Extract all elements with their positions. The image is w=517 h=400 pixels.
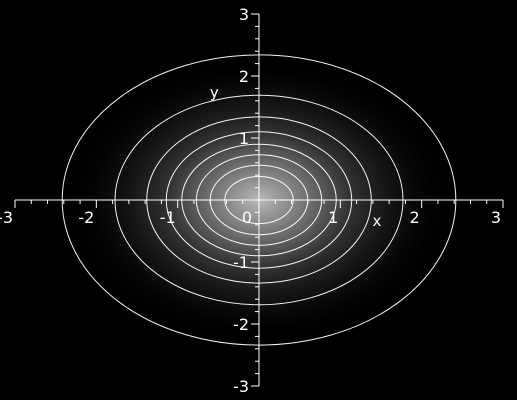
origin-tick-label: 0 bbox=[242, 208, 252, 227]
x-tick-label: 3 bbox=[491, 208, 501, 227]
x-tick-label: 2 bbox=[409, 208, 419, 227]
x-tick-label: -1 bbox=[160, 208, 176, 227]
x-tick-label: -2 bbox=[78, 208, 94, 227]
ticks: -3 -2 -1 1 2 3 0 -3 -2 -1 1 2 3 bbox=[0, 5, 504, 396]
y-tick-label: -2 bbox=[233, 315, 249, 334]
y-axis-label: y bbox=[210, 84, 219, 102]
y-tick-label: 3 bbox=[239, 5, 249, 24]
y-tick-label: -3 bbox=[233, 377, 249, 396]
y-tick-label: 1 bbox=[239, 129, 249, 148]
y-tick-label: -1 bbox=[233, 253, 249, 272]
x-axis-label: x bbox=[372, 212, 381, 230]
x-tick-label: 1 bbox=[328, 208, 338, 227]
y-tick-label: 2 bbox=[239, 67, 249, 86]
x-tick-label: -3 bbox=[0, 208, 13, 227]
